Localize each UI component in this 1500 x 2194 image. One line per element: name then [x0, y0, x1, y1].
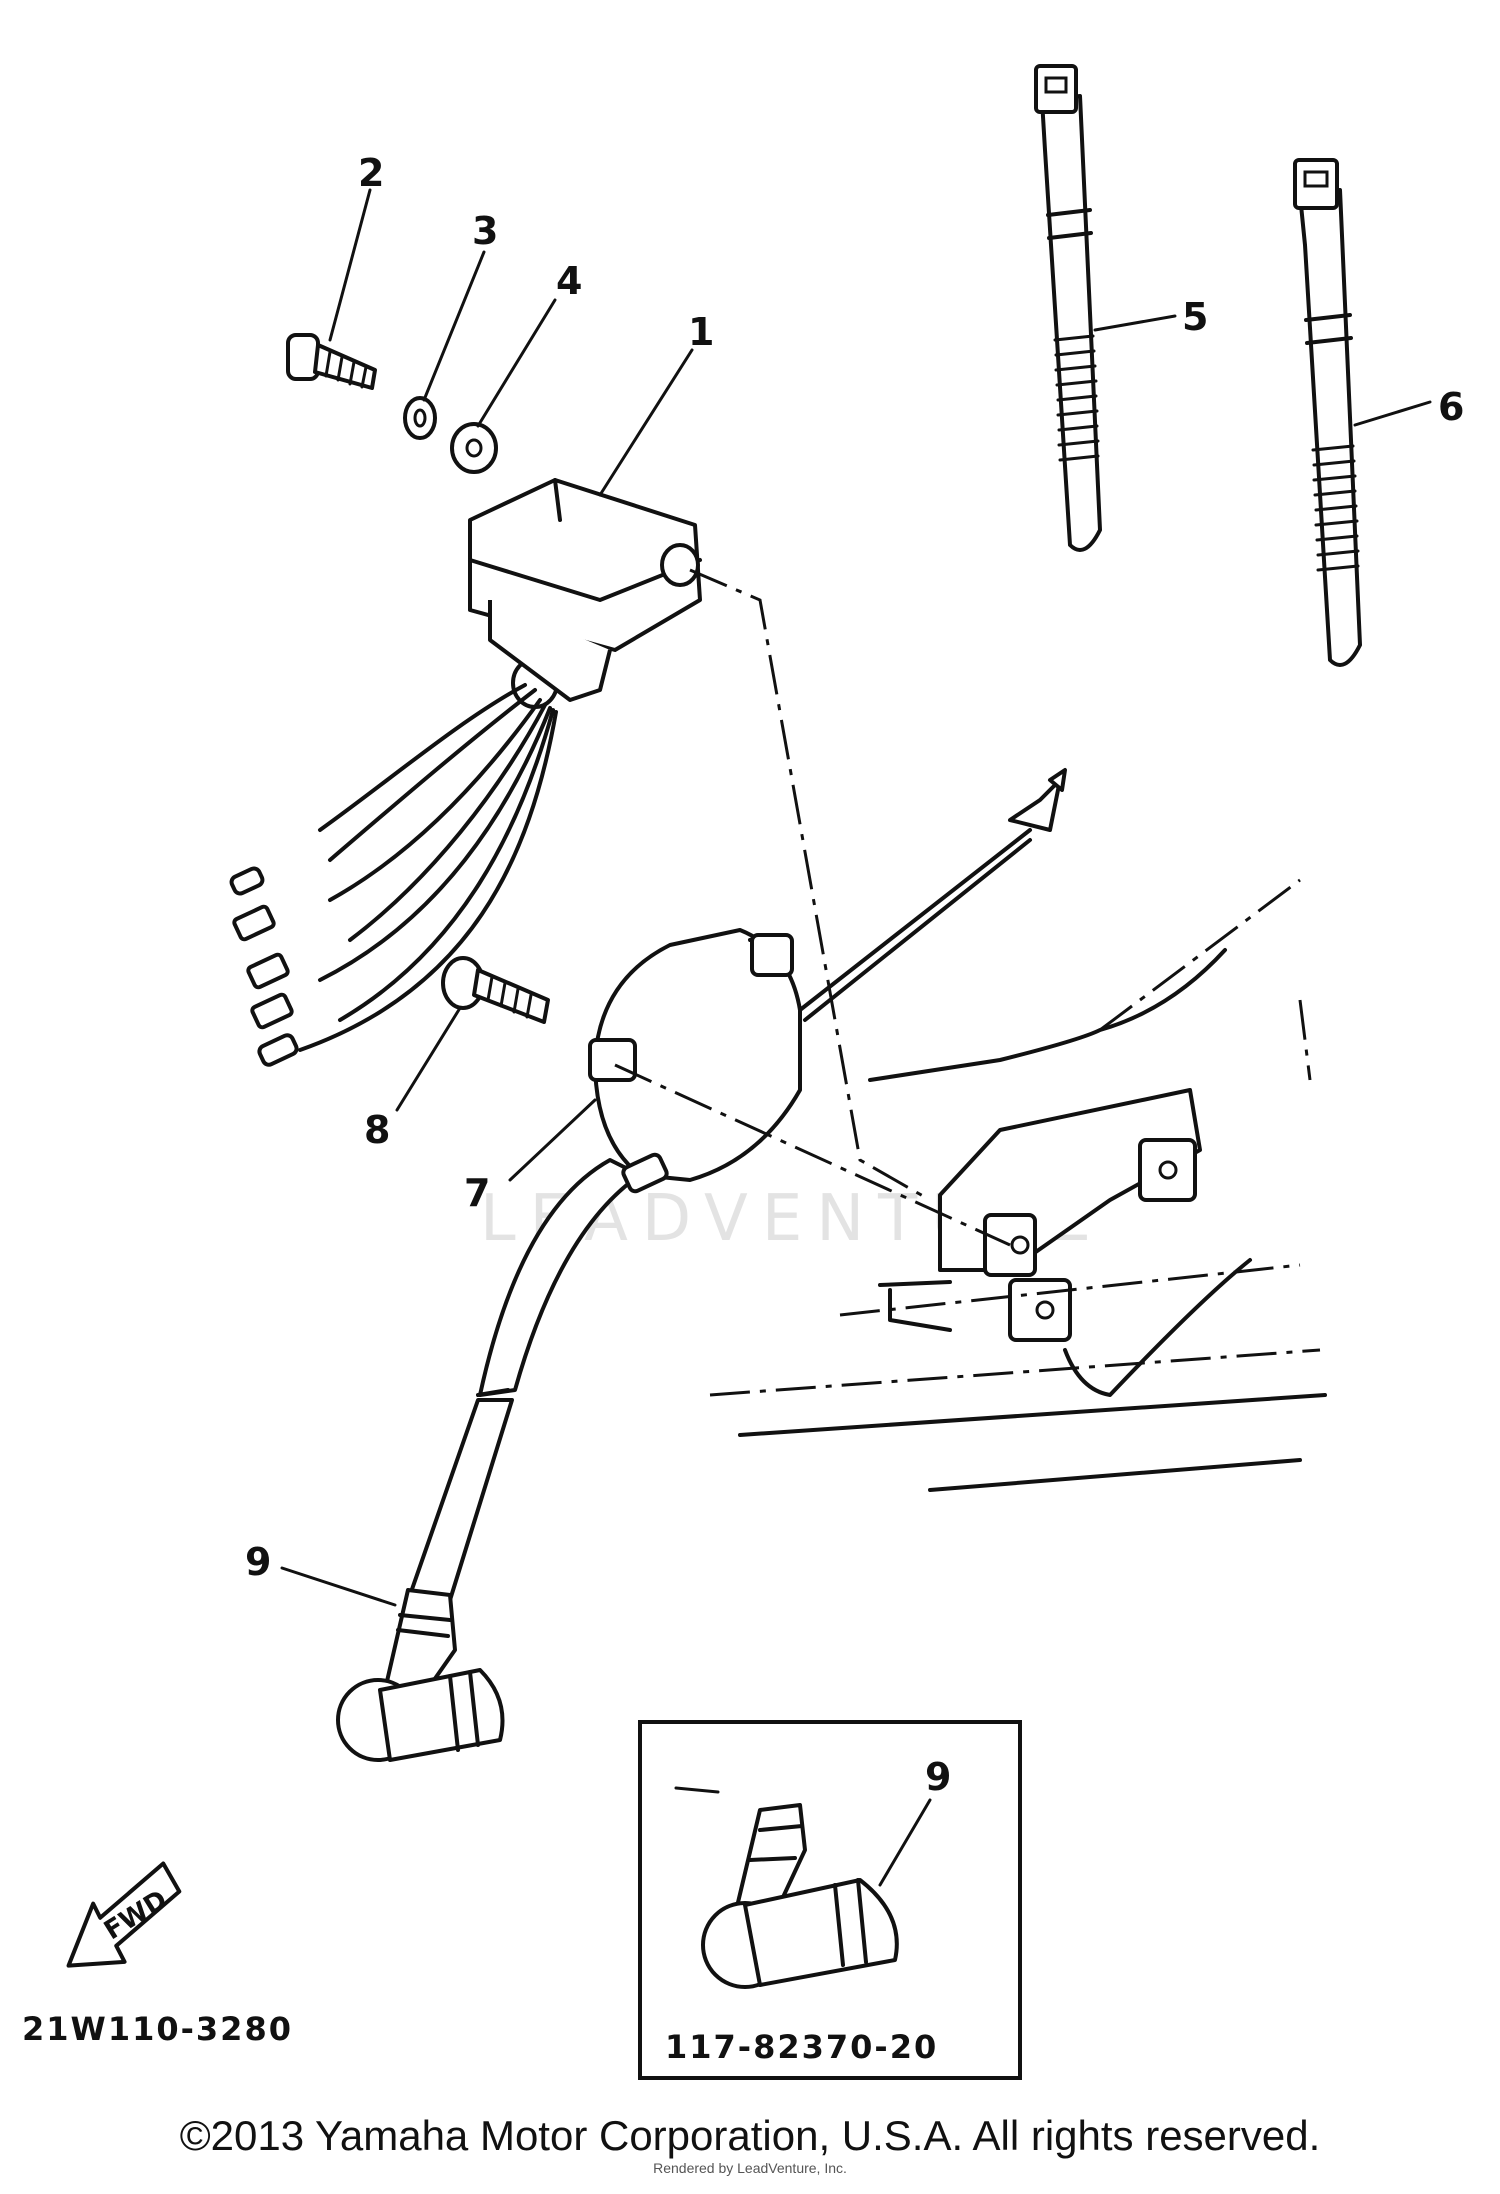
engine-mount-bracket [709, 878, 1327, 1492]
leader-line-8 [395, 1006, 462, 1112]
inset-leader-9 [878, 1798, 932, 1887]
callout-8: 8 [364, 1108, 390, 1152]
callout-2: 2 [358, 151, 384, 195]
callout-6: 6 [1438, 385, 1464, 429]
inset-plug-cap[interactable] [701, 1803, 899, 1989]
inset-box: 9 117-82370-20 [638, 1720, 1022, 2080]
diagram-code: 21W110-3280 [22, 2010, 293, 2048]
leader-line-4 [476, 298, 557, 428]
bolt-part-2[interactable] [286, 333, 377, 390]
bolt-part-8[interactable] [441, 956, 550, 1024]
lock-washer-part-3[interactable] [403, 396, 437, 440]
rendered-by-notice: Rendered by LeadVenture, Inc. [653, 2160, 847, 2176]
inset-callout-9: 9 [925, 1755, 951, 1799]
callout-7: 7 [464, 1171, 490, 1215]
inset-part-number: 117-82370-20 [665, 2028, 938, 2066]
alignment-line-coil [614, 1063, 1011, 1247]
plug-cap-part-9[interactable] [336, 1588, 505, 1762]
ignition-coil-part-7[interactable] [408, 768, 1067, 1602]
cdi-unit-part-1[interactable] [229, 478, 702, 1067]
leader-line-7 [508, 1098, 597, 1182]
leader-line-1 [598, 348, 694, 497]
callout-9: 9 [245, 1540, 271, 1584]
strap-part-5[interactable] [1034, 64, 1102, 552]
leader-line-2 [328, 188, 372, 342]
callout-4: 4 [556, 259, 582, 303]
fwd-arrow-icon: FWD [66, 1861, 182, 1968]
leader-line-5 [1093, 314, 1177, 332]
copyright-notice: ©2013 Yamaha Motor Corporation, U.S.A. A… [179, 2112, 1321, 2159]
washer-part-4[interactable] [450, 422, 498, 474]
callout-3: 3 [472, 209, 498, 253]
strap-part-6[interactable] [1293, 158, 1362, 667]
leader-line-6 [1353, 400, 1432, 427]
alignment-line-cdi [689, 568, 931, 1202]
leader-line-3 [422, 250, 486, 402]
inset-leader-line [674, 1786, 720, 1794]
callout-5: 5 [1182, 295, 1208, 339]
leader-line-9 [280, 1566, 397, 1607]
callout-1: 1 [688, 310, 714, 354]
